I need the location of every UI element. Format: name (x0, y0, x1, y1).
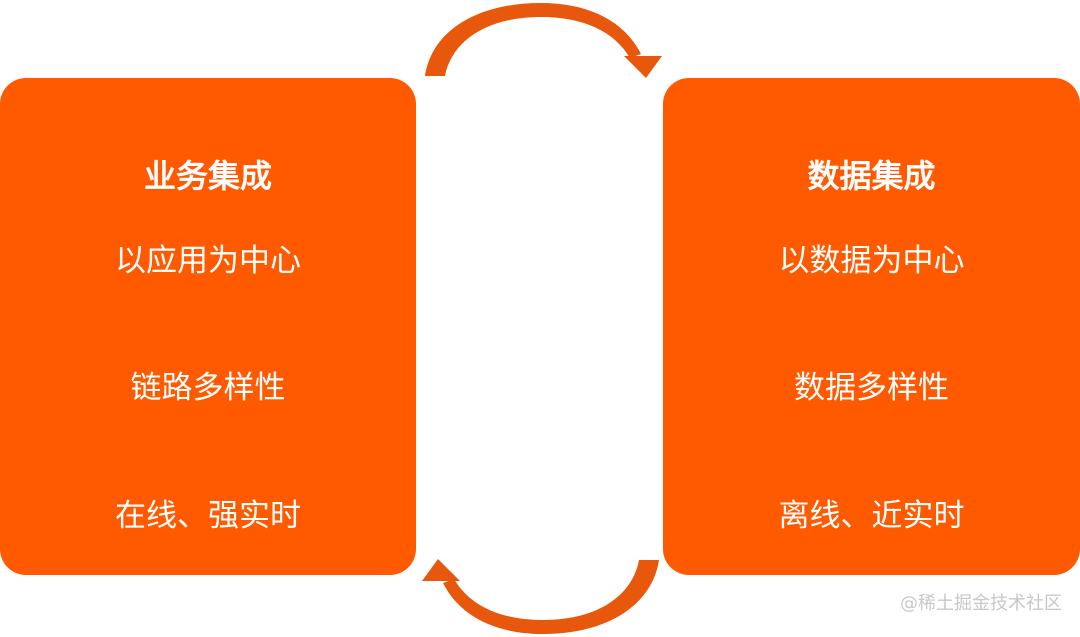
business-item-link-diversity: 链路多样性 (130, 370, 286, 406)
data-integration-card: 数据集成 以数据为中心 数据多样性 离线、近实时 (663, 78, 1080, 575)
data-item-data-centric: 以数据为中心 (778, 243, 965, 279)
curved-arrow-right-icon (425, 3, 662, 78)
data-item-offline-near-realtime: 离线、近实时 (778, 498, 965, 534)
business-integration-card: 业务集成 以应用为中心 链路多样性 在线、强实时 (0, 78, 416, 575)
data-item-data-diversity: 数据多样性 (794, 370, 949, 406)
curved-arrow-left-icon (422, 559, 659, 634)
watermark-text: @稀土掘金技术社区 (900, 593, 1062, 614)
business-item-app-centric: 以应用为中心 (115, 243, 301, 279)
business-item-online-realtime: 在线、强实时 (115, 498, 301, 534)
business-integration-title: 业务集成 (143, 157, 272, 195)
data-integration-title: 数据集成 (807, 157, 936, 195)
